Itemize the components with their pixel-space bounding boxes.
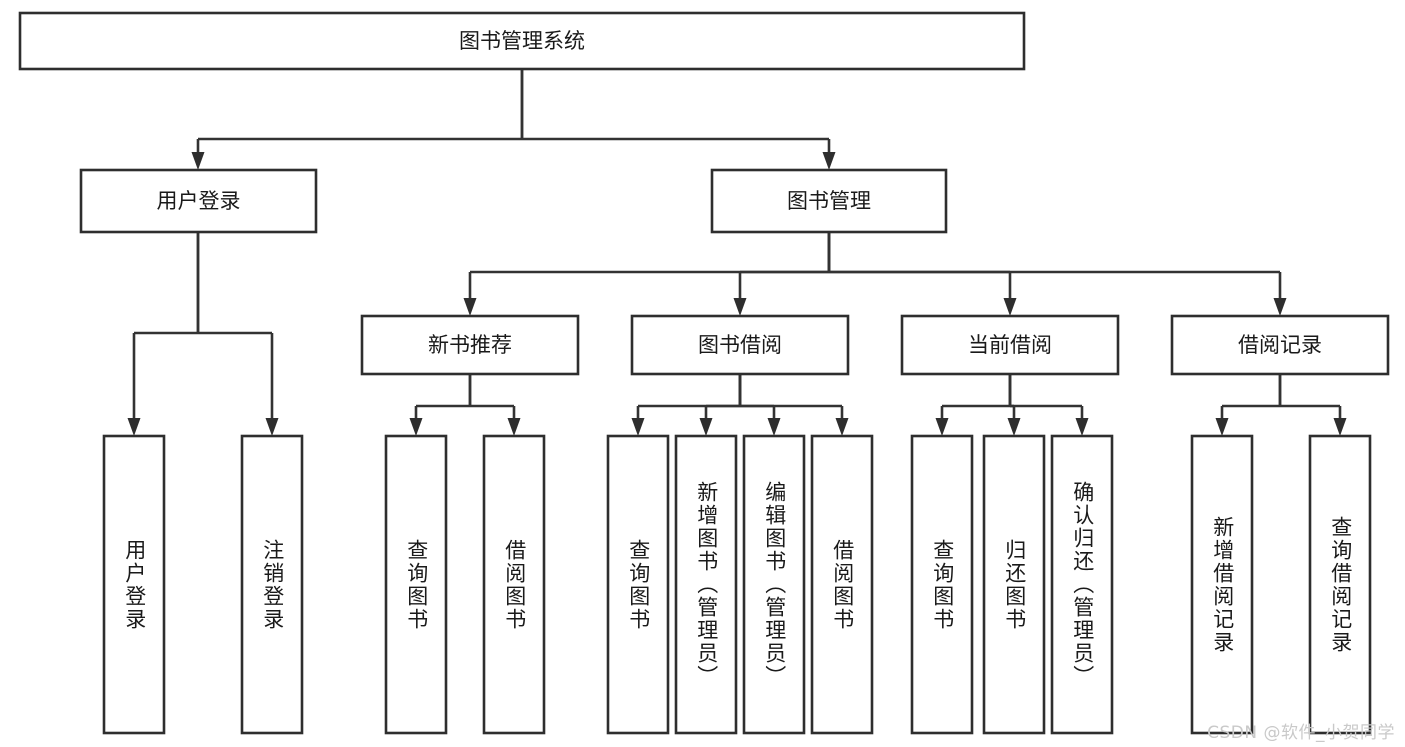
arrow-head-icon xyxy=(1273,298,1287,316)
node-label-new-book-rec: 新书推荐 xyxy=(428,333,512,357)
edge-user-login-to-leaf-logout xyxy=(196,232,279,436)
node-box-l-add-record[interactable] xyxy=(1190,434,1254,735)
node-label-root: 图书管理系统 xyxy=(459,29,585,53)
arrow-head-icon xyxy=(409,418,423,436)
edge-book-manage-to-new-book-rec xyxy=(463,232,831,316)
node-box-l-query-book-2[interactable] xyxy=(606,434,670,735)
edge-book-manage-to-borrow-record xyxy=(827,232,1287,316)
edge-book-borrow-to-l-borrow-book-2 xyxy=(738,374,849,436)
arrow-head-icon xyxy=(191,152,205,170)
node-box-l-borrow-book-2[interactable] xyxy=(810,434,874,735)
node-box-l-return-book[interactable] xyxy=(982,434,1046,735)
node-box-leaf-user-login[interactable] xyxy=(102,434,166,735)
node-box-l-confirm-return[interactable] xyxy=(1050,434,1114,735)
node-box-l-add-book[interactable] xyxy=(674,434,738,735)
edge-root-to-book-manage xyxy=(520,69,836,170)
node-box-l-query-book-3[interactable] xyxy=(910,434,974,735)
node-label-borrow-record: 借阅记录 xyxy=(1238,333,1322,357)
node-label-user-login: 用户登录 xyxy=(157,189,241,213)
boxes-layer xyxy=(18,11,1390,735)
edge-book-manage-to-book-borrow xyxy=(733,232,831,316)
node-box-borrow-record[interactable] xyxy=(1170,314,1390,376)
arrow-head-icon xyxy=(265,418,279,436)
node-box-l-query-record[interactable] xyxy=(1308,434,1372,735)
node-box-l-edit-book[interactable] xyxy=(742,434,806,735)
arrow-head-icon xyxy=(1007,418,1021,436)
node-box-book-manage[interactable] xyxy=(710,168,948,234)
node-box-l-borrow-book-1[interactable] xyxy=(482,434,546,735)
edge-current-borrow-to-l-confirm-return xyxy=(1008,374,1089,436)
edge-book-manage-to-current-borrow xyxy=(827,232,1017,316)
arrow-head-icon xyxy=(699,418,713,436)
edge-user-login-to-leaf-user-login xyxy=(127,232,200,436)
edge-borrow-record-to-l-add-record xyxy=(1215,374,1282,436)
arrow-head-icon xyxy=(507,418,521,436)
arrow-head-icon xyxy=(1333,418,1347,436)
edge-current-borrow-to-l-query-book-3 xyxy=(935,374,1012,436)
node-box-user-login[interactable] xyxy=(79,168,318,234)
csdn-watermark: CSDN @软件_小贺同学 xyxy=(1207,723,1395,743)
edge-new-book-rec-to-l-query-book-1 xyxy=(409,374,472,436)
node-box-new-book-rec[interactable] xyxy=(360,314,580,376)
node-box-book-borrow[interactable] xyxy=(630,314,850,376)
arrow-head-icon xyxy=(767,418,781,436)
arrow-head-icon xyxy=(463,298,477,316)
arrow-head-icon xyxy=(127,418,141,436)
node-label-current-borrow: 当前借阅 xyxy=(968,333,1052,357)
node-box-current-borrow[interactable] xyxy=(900,314,1120,376)
edge-root-to-user-login xyxy=(191,69,524,170)
arrow-head-icon xyxy=(631,418,645,436)
node-box-l-query-book-1[interactable] xyxy=(384,434,448,735)
arrow-head-icon xyxy=(822,152,836,170)
node-box-root[interactable] xyxy=(18,11,1026,71)
arrow-head-icon xyxy=(835,418,849,436)
arrow-head-icon xyxy=(733,298,747,316)
arrow-head-icon xyxy=(1215,418,1229,436)
node-box-leaf-logout[interactable] xyxy=(240,434,304,735)
node-label-book-manage: 图书管理 xyxy=(787,189,871,213)
edge-new-book-rec-to-l-borrow-book-1 xyxy=(468,374,521,436)
edges-layer xyxy=(127,69,1347,436)
arrow-head-icon xyxy=(935,418,949,436)
arrow-head-icon xyxy=(1003,298,1017,316)
edge-borrow-record-to-l-query-record xyxy=(1278,374,1347,436)
node-label-book-borrow: 图书借阅 xyxy=(698,333,782,357)
arrow-head-icon xyxy=(1075,418,1089,436)
